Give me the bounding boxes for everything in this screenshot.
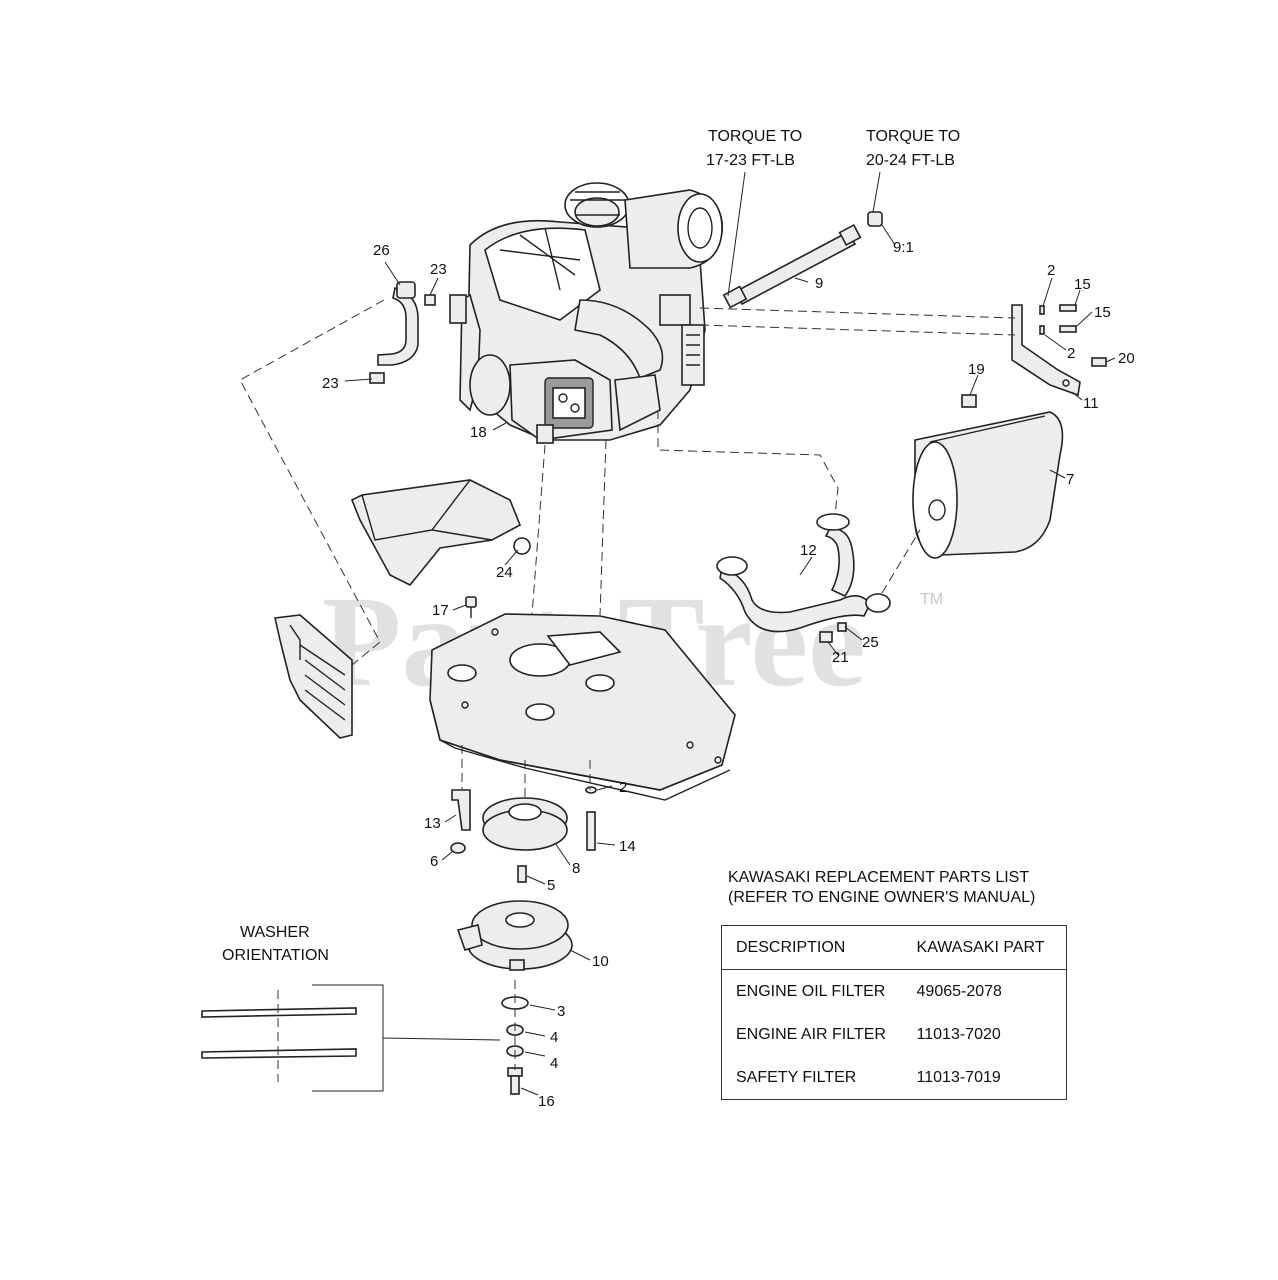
- callout-26: 26: [373, 242, 390, 259]
- washer-orientation-detail: [201, 984, 501, 1092]
- row-part-number: 11013-7019: [912, 1056, 1067, 1100]
- torque-note-1-line1: TORQUE TO: [708, 128, 802, 145]
- callout-2-top: 2: [1047, 262, 1055, 279]
- callout-6: 6: [430, 853, 438, 870]
- exhaust-pipe: [716, 513, 891, 643]
- header-part-number: KAWASAKI PART: [912, 925, 1067, 970]
- callout-4-top: 4: [550, 1029, 558, 1046]
- parts-list-title-line1: KAWASAKI REPLACEMENT PARTS LIST: [728, 869, 1030, 886]
- callout-15-bottom: 15: [1094, 304, 1111, 321]
- breather-hose: [369, 281, 436, 384]
- callout-16: 16: [538, 1093, 555, 1110]
- idler-bracket: [450, 789, 471, 854]
- callout-13: 13: [424, 815, 441, 832]
- leader-lines: [344, 171, 1116, 1096]
- torque-note-1-line2: 17-23 FT-LB: [706, 152, 795, 169]
- callout-4-bottom: 4: [550, 1055, 558, 1072]
- table-row: SAFETY FILTER 11013-7019: [720, 1056, 1067, 1100]
- callout-7: 7: [1066, 471, 1074, 488]
- parts-list-header-row: DESCRIPTION KAWASAKI PART: [720, 925, 1067, 970]
- parts-list-title: KAWASAKI REPLACEMENT PARTS LIST (REFER T…: [728, 868, 1035, 908]
- washer-note-line2: ORIENTATION: [222, 947, 329, 964]
- side-shield: [274, 614, 353, 739]
- callout-25: 25: [862, 634, 879, 651]
- callout-21: 21: [832, 649, 849, 666]
- washer-note-line1: WASHER: [240, 924, 310, 941]
- muffler: [912, 394, 1064, 559]
- callout-23-top: 23: [430, 261, 447, 278]
- callout-11: 11: [1083, 395, 1099, 412]
- callout-3: 3: [557, 1003, 565, 1020]
- parts-list-table: DESCRIPTION KAWASAKI PART ENGINE OIL FIL…: [720, 925, 1067, 1100]
- row-description: ENGINE OIL FILTER: [720, 969, 913, 1013]
- row-description: SAFETY FILTER: [720, 1056, 913, 1100]
- callout-9: 9: [815, 275, 823, 292]
- table-row: ENGINE OIL FILTER 49065-2078: [720, 969, 1067, 1013]
- oil-drain-pipe: [722, 211, 883, 309]
- muffler-bracket: [1011, 304, 1107, 397]
- row-description: ENGINE AIR FILTER: [720, 1013, 913, 1056]
- bolt-14: [585, 786, 597, 851]
- callout-2-bottom: 2: [619, 779, 627, 796]
- callout-19: 19: [968, 361, 985, 378]
- callout-23-bottom: 23: [322, 375, 339, 392]
- header-description: DESCRIPTION: [720, 925, 913, 970]
- callout-10: 10: [592, 953, 609, 970]
- torque-note-2-line1: TORQUE TO: [866, 128, 960, 145]
- table-row: ENGINE AIR FILTER 11013-7020: [720, 1013, 1067, 1056]
- callout-17: 17: [432, 602, 449, 619]
- watermark-trademark: TM: [920, 591, 943, 608]
- row-part-number: 11013-7020: [912, 1013, 1067, 1056]
- callout-15-top: 15: [1074, 276, 1091, 293]
- callout-5: 5: [547, 877, 555, 894]
- engine: [449, 182, 723, 444]
- row-part-number: 49065-2078: [912, 969, 1067, 1013]
- heat-shield: [350, 479, 531, 587]
- callout-12: 12: [800, 542, 817, 559]
- torque-note-2-line2: 20-24 FT-LB: [866, 152, 955, 169]
- parts-list-title-line2: (REFER TO ENGINE OWNER'S MANUAL): [728, 889, 1036, 906]
- callout-18: 18: [470, 424, 487, 441]
- callout-14: 14: [619, 838, 636, 855]
- electric-clutch: [456, 900, 573, 971]
- callout-8: 8: [572, 860, 580, 877]
- callout-2-middle: 2: [1067, 345, 1075, 362]
- assembly-lines: [239, 299, 1016, 1070]
- engine-deck: [429, 596, 736, 801]
- engine-pulley: [482, 797, 568, 883]
- callout-24: 24: [496, 564, 513, 581]
- callout-9-1: 9:1: [893, 239, 914, 256]
- callout-20: 20: [1118, 350, 1135, 367]
